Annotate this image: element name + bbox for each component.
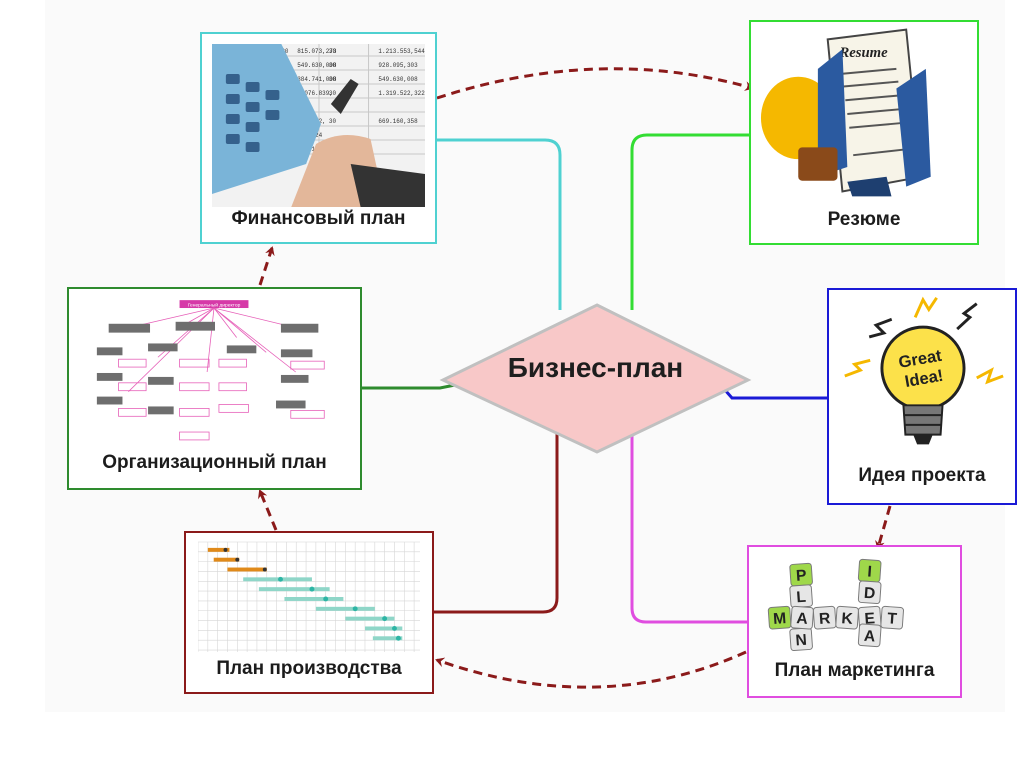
idea-label: Идея проекта [858,465,986,486]
sheet-cell: 928.095,303 [378,62,418,69]
svg-text:I: I [867,563,873,580]
sheet-cell: 815.073,273 [297,48,337,55]
letter-tile: D [857,580,882,605]
resume-doc-title: Resume [838,45,888,61]
branch-organizational [362,383,456,390]
arrow-financial-to-resume [436,67,754,100]
center-label: Бизнес-план [507,352,684,383]
production-gantt-image [198,541,420,653]
node-organizational-plan[interactable]: Генеральный директор [67,287,362,490]
letter-tile: T [880,605,904,630]
sheet-cell: 1.076.839, [297,90,333,97]
production-label: План производства [216,658,402,679]
letter-tile: L [789,584,813,608]
sheet-cell: 30 [329,62,337,69]
idea-image: Great Idea! [835,296,1009,456]
branch-resume [630,133,750,310]
arrow-production-to-organizational [258,489,278,531]
letter-tile: A [857,623,882,648]
sheet-cell: 30 [281,48,289,55]
svg-text:A: A [863,628,875,646]
sheet-cell: 1.319.522,322 [378,90,425,97]
lightbulb-icon: Great Idea! [835,296,1009,455]
calculator-spreadsheet-icon: 30815.073,273301.213.553,54430549.630,00… [212,44,425,207]
letter-tile: E [857,605,882,630]
sheet-cell: 384.741,008 [297,76,337,83]
sheet-cell: 30 [329,48,337,55]
letter-tile: I [857,558,882,583]
center-diamond [439,303,752,454]
letter-tile: R [812,605,837,630]
node-project-idea[interactable]: Great Idea! Идея проекта [827,288,1017,505]
org-chart-image: Генеральный директор [89,297,340,447]
svg-text:A: A [796,610,808,628]
org-chart-title: Генеральный директор [188,302,241,309]
sheet-cell: 669.160,358 [378,118,418,125]
gantt-chart-icon [198,541,420,653]
svg-text:R: R [818,610,830,628]
svg-text:M: M [773,610,787,628]
resume-document-icon: Resume [759,28,969,197]
letter-tile: M [767,605,792,630]
marketing-label: План маркетинга [774,660,935,681]
node-resume[interactable]: Resume Резюме [749,20,979,245]
arrow-marketing-to-production [435,650,747,689]
svg-text:N: N [795,632,807,650]
org-chart-icon: Генеральный директор [89,298,340,446]
letter-tile: K [835,605,859,630]
svg-text:D: D [863,585,875,603]
letter-tile: N [789,627,813,652]
svg-text:T: T [887,610,898,628]
branch-marketing [630,435,748,624]
branch-production [433,432,559,614]
letter-tile: A [790,605,814,630]
resume-image: Resume [759,28,969,198]
financial-label: Финансовый план [231,208,406,229]
svg-text:E: E [864,610,876,628]
sheet-cell: 1.213.553,544 [378,48,425,55]
branch-financial [435,138,562,310]
arrow-organizational-to-financial [258,246,275,286]
sheet-cell: 30 [329,76,337,83]
arrow-idea-to-marketing [875,505,892,550]
sheet-cell: 549.630,008 [378,76,418,83]
financial-image: 30815.073,273301.213.553,54430549.630,00… [212,44,425,207]
sheet-cell: 549.630,008 [297,62,337,69]
resume-label: Резюме [827,209,901,230]
node-financial-plan[interactable]: 30815.073,273301.213.553,54430549.630,00… [200,32,437,244]
branch-idea [723,389,828,400]
svg-text:P: P [795,567,807,585]
letter-tile: P [789,562,813,587]
organizational-label: Организационный план [102,452,327,473]
node-production-plan[interactable]: План производства [184,531,434,694]
svg-text:K: K [841,610,854,628]
svg-text:L: L [796,589,807,607]
sheet-cell: 30 [329,118,337,125]
sheet-cell: 30 [329,90,337,97]
